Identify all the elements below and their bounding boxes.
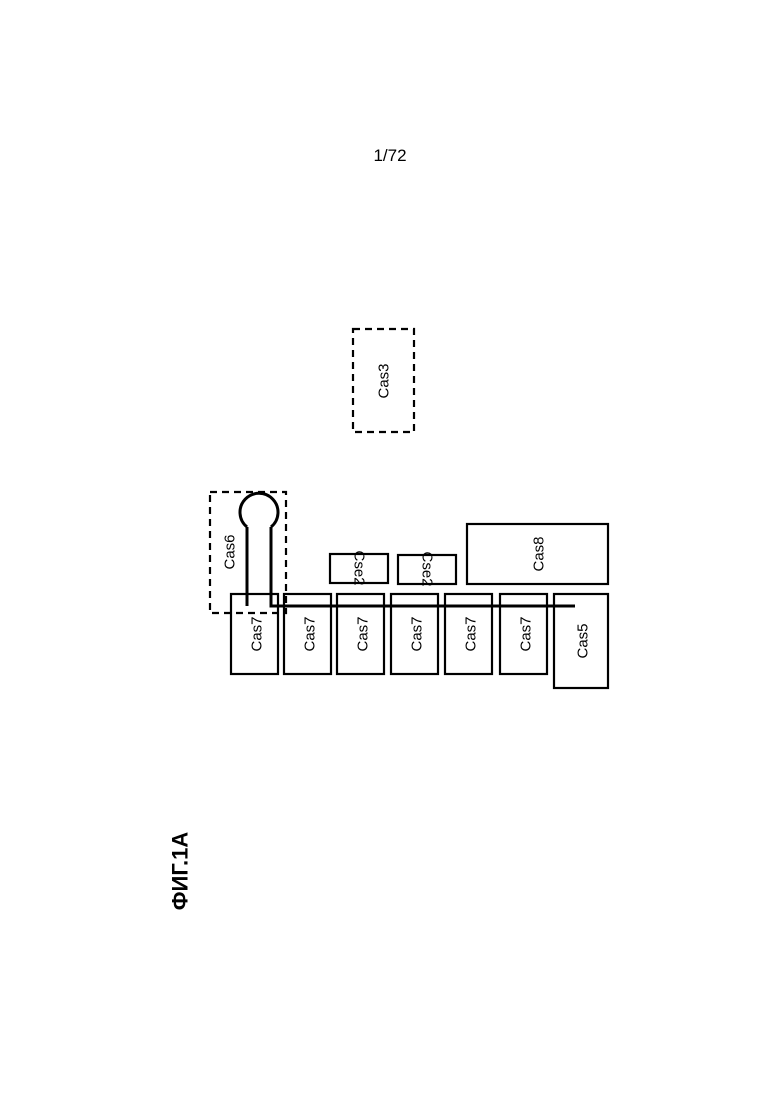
crrna-strand [240,493,575,606]
cas7-label: Cas7 [463,616,480,651]
cse2-label: Cse2 [351,550,368,585]
cas7-label: Cas7 [302,616,319,651]
cas5-subunit: Cas5 [554,594,608,688]
cas3-label: Cas3 [376,363,393,398]
cse2-subunit: Cse2 [330,550,388,585]
cas8-label: Cas8 [531,536,548,571]
figure-label: ФИГ.1А [168,832,193,911]
cas7-label: Cas7 [249,616,266,651]
cas8-subunit: Cas8 [467,524,608,584]
cas6-label: Cas6 [222,534,239,569]
cas3-subunit: Cas3 [353,329,414,432]
cse2-label: Cse2 [419,551,436,586]
cas7-label: Cas7 [355,616,372,651]
cas7-label: Cas7 [518,616,535,651]
cas7-label: Cas7 [409,616,426,651]
cas5-label: Cas5 [575,623,592,658]
cse2-subunit: Cse2 [398,551,456,586]
